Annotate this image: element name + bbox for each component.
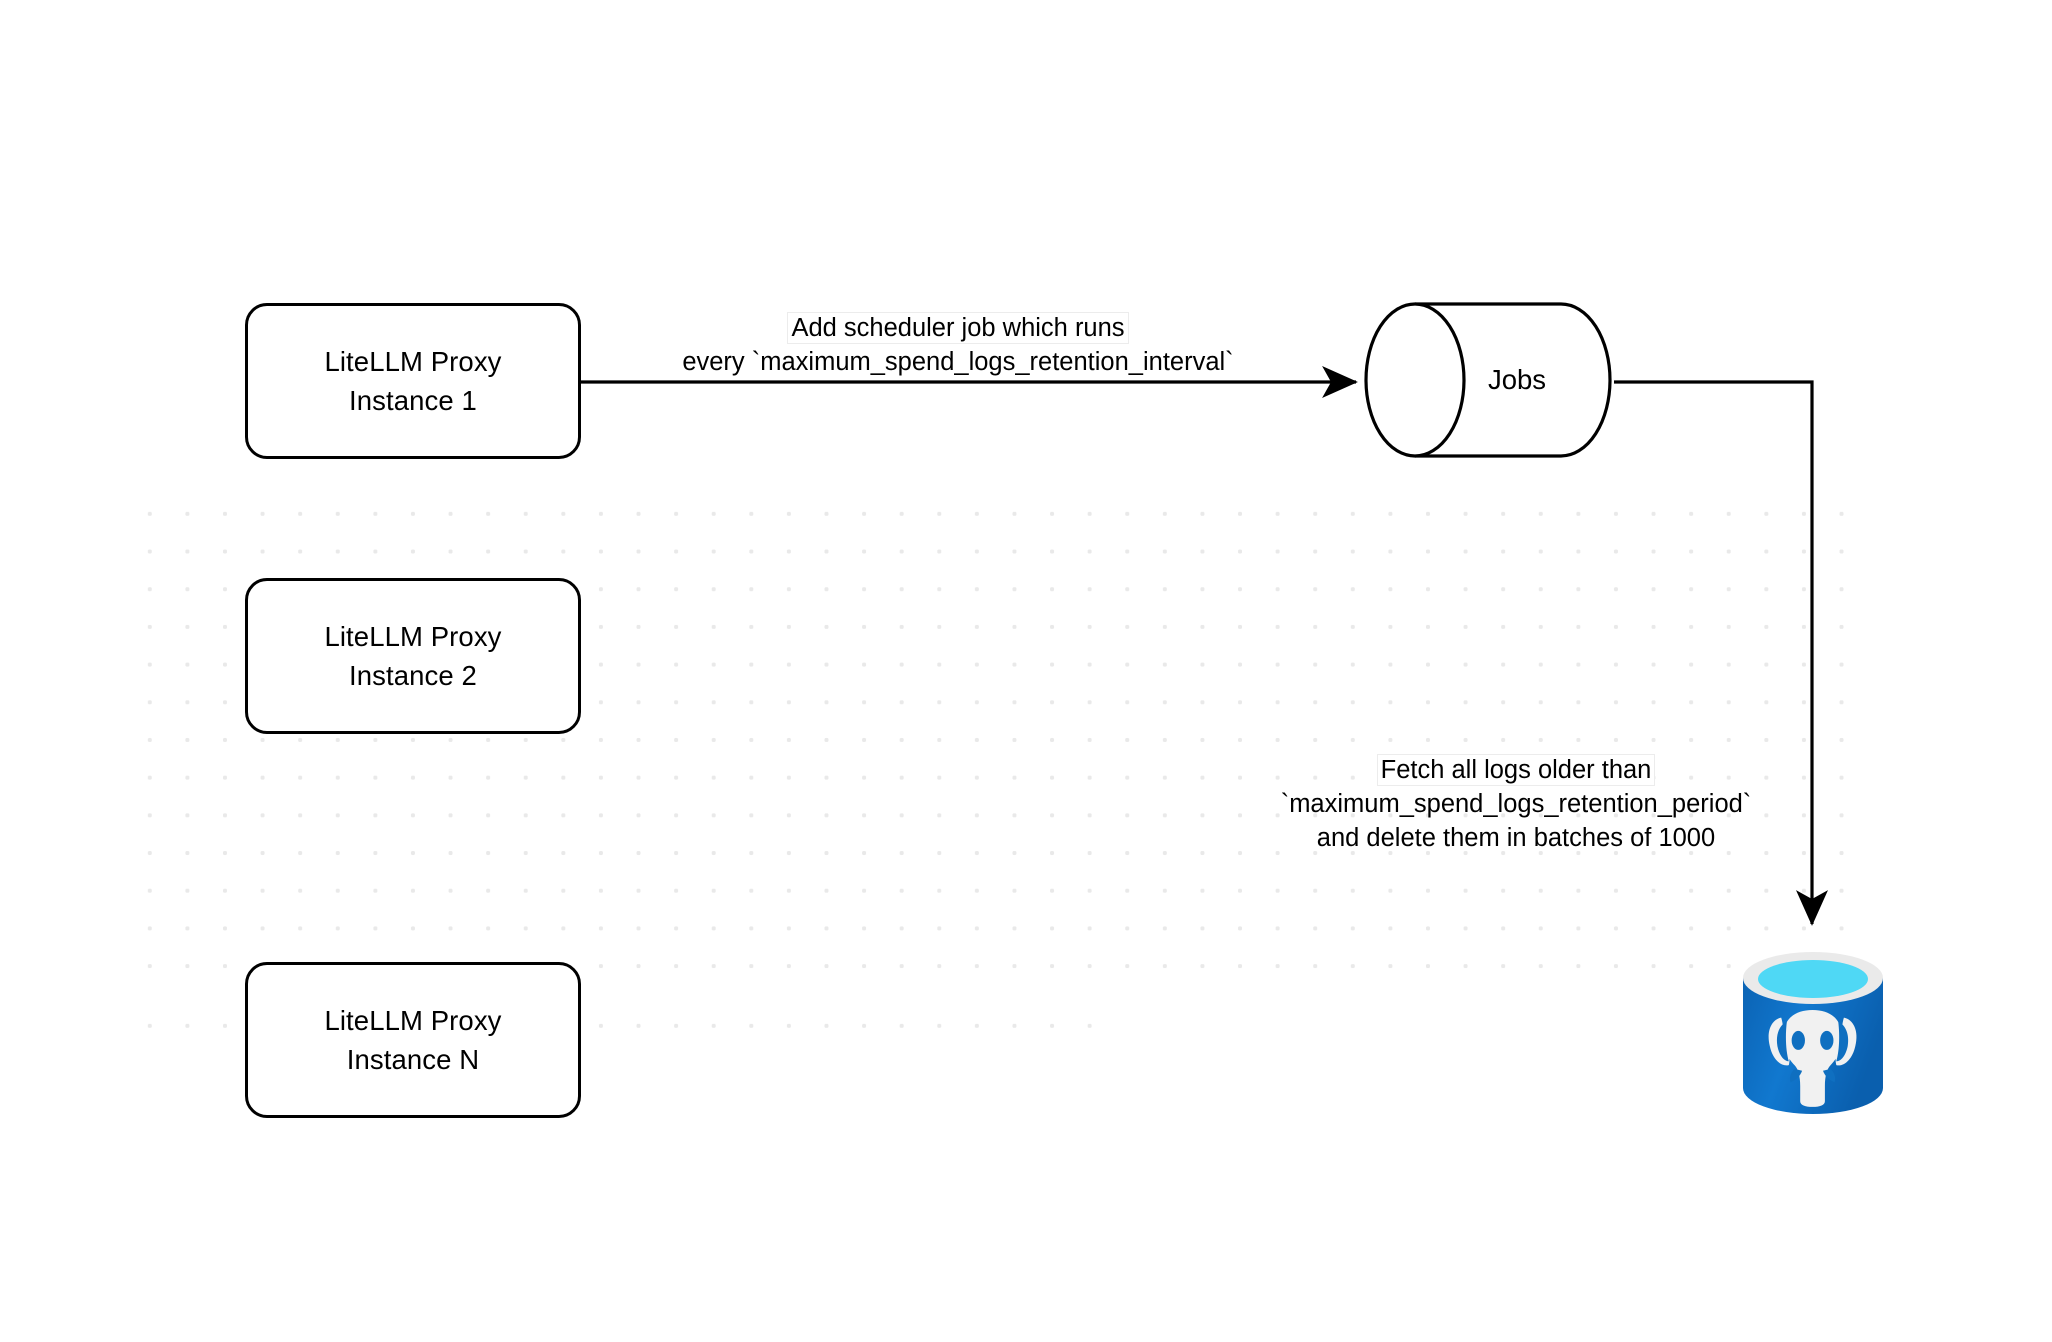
edge-label-scheduler: Add scheduler job which runs every `maxi… <box>588 312 1328 380</box>
node-label-line1: LiteLLM Proxy <box>324 1004 502 1036</box>
cylinder-shape <box>1364 302 1612 458</box>
node-litellm-proxy-instance-n[interactable]: LiteLLM Proxy Instance N <box>245 962 581 1118</box>
node-label-line2: Instance 1 <box>349 385 477 416</box>
edge-label-line1: Add scheduler job which runs <box>787 312 1129 344</box>
node-label-line2: Instance 2 <box>349 660 477 691</box>
node-label-line1: LiteLLM Proxy <box>324 620 502 652</box>
background-dot-grid <box>122 486 1852 998</box>
jobs-label: Jobs <box>1487 364 1547 395</box>
node-litellm-proxy-instance-1[interactable]: LiteLLM Proxy Instance 1 <box>245 303 581 459</box>
node-jobs-cylinder[interactable]: Jobs <box>1362 300 1614 460</box>
postgresql-database-icon[interactable] <box>1738 948 1888 1120</box>
postgres-icon-shape <box>1743 952 1883 1114</box>
edge-label-line2: every `maximum_spend_logs_retention_inte… <box>682 347 1234 376</box>
node-label-line1: LiteLLM Proxy <box>324 345 502 377</box>
node-litellm-proxy-instance-2[interactable]: LiteLLM Proxy Instance 2 <box>245 578 581 734</box>
edge-label-line3: and delete them in batches of 1000 <box>1316 823 1716 852</box>
node-label-line2: Instance N <box>346 1044 480 1075</box>
edge-label-cleanup: Fetch all logs older than `maximum_spend… <box>1236 754 1796 856</box>
edge-label-line1: Fetch all logs older than <box>1376 754 1656 786</box>
edge-label-line2: `maximum_spend_logs_retention_period` <box>1280 789 1752 818</box>
